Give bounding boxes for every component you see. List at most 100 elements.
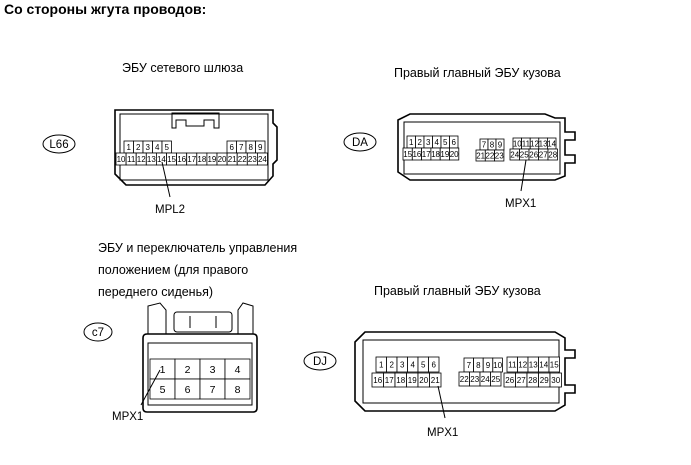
pin-number: 26 xyxy=(529,151,538,160)
pin-number: 15 xyxy=(550,361,559,370)
pin-cavity xyxy=(494,149,505,162)
connector-c7: ЭБУ и переключатель управления положение… xyxy=(83,241,297,423)
pin-number: 22 xyxy=(485,152,494,161)
pin-number: 8 xyxy=(235,384,241,396)
pin-number: 12 xyxy=(530,140,539,149)
pin-number: 3 xyxy=(146,143,151,152)
pin-number: 24 xyxy=(510,151,519,160)
pin-number: 18 xyxy=(197,155,206,164)
pin-number: 28 xyxy=(548,151,557,160)
pin-cavity xyxy=(428,356,440,373)
pin-number: 20 xyxy=(218,155,227,164)
pin-number: 25 xyxy=(491,375,500,384)
pin-number: 21 xyxy=(228,155,237,164)
pin-number: 14 xyxy=(539,361,548,370)
pin-number: 7 xyxy=(467,361,472,370)
pin-number: 19 xyxy=(408,376,417,385)
connector-l66-tag: L66 xyxy=(49,139,68,151)
pin-number: 8 xyxy=(249,143,254,152)
pin-number: 6 xyxy=(185,384,191,396)
pin-number: 17 xyxy=(385,376,394,385)
pin-number: 8 xyxy=(490,141,495,150)
pin-number: 19 xyxy=(440,150,449,159)
connector-da-caption: Правый главный ЭБУ кузова xyxy=(394,66,561,80)
pin-cavity xyxy=(490,371,502,387)
pin-number: 24 xyxy=(481,375,490,384)
connector-c7-caption-line-1: ЭБУ и переключатель управления xyxy=(98,241,297,255)
pin-number: 1 xyxy=(379,361,384,370)
pin-number: 23 xyxy=(495,152,504,161)
connector-l66-lock-tab xyxy=(171,112,220,129)
pin-number: 10 xyxy=(513,140,522,149)
pin-cavity xyxy=(449,147,460,161)
pin-number: 3 xyxy=(400,361,405,370)
pin-number: 6 xyxy=(230,143,235,152)
connector-l66-tag-outline xyxy=(42,134,76,154)
pin-cavity xyxy=(547,148,558,161)
connector-da-leader-line xyxy=(520,159,527,192)
connector-dj-tag: DJ xyxy=(313,356,327,368)
pin-number: 13 xyxy=(147,155,156,164)
connector-c7-tag-outline xyxy=(83,322,113,342)
pin-number: 11 xyxy=(127,155,136,164)
connector-c7-left-latch xyxy=(147,302,167,335)
pin-number: 2 xyxy=(390,361,395,370)
connector-l66-housing xyxy=(114,109,278,186)
pin-number: 2 xyxy=(136,143,141,152)
connector-dj-tag-outline xyxy=(303,351,337,371)
pin-number: 5 xyxy=(165,143,170,152)
pin-number: 15 xyxy=(167,155,176,164)
connector-c7-right-latch xyxy=(237,302,254,335)
connector-da-tag-outline xyxy=(343,132,377,152)
connector-c7-tag: c7 xyxy=(92,327,104,339)
pin-number: 6 xyxy=(452,138,457,147)
pin-number: 4 xyxy=(435,138,440,147)
pin-number: 21 xyxy=(431,376,440,385)
pin-number: 17 xyxy=(187,155,196,164)
connector-dj-pin-label: MPX1 xyxy=(427,427,458,439)
pin-number: 14 xyxy=(157,155,166,164)
connector-c7-lock xyxy=(173,311,233,333)
connector-l66-face xyxy=(119,113,269,181)
pin-number: 21 xyxy=(476,152,485,161)
pin-number: 9 xyxy=(486,361,491,370)
pin-number: 4 xyxy=(411,361,416,370)
pin-number: 15 xyxy=(403,150,412,159)
pin-number: 23 xyxy=(248,155,257,164)
connector-l66-pin-label: MPL2 xyxy=(155,204,185,216)
pin-number: 7 xyxy=(482,141,487,150)
pin-number: 11 xyxy=(508,361,517,370)
pin-number: 9 xyxy=(498,141,503,150)
pin-number: 3 xyxy=(426,138,431,147)
pin-number: 7 xyxy=(210,384,216,396)
connector-l66-caption: ЭБУ сетевого шлюза xyxy=(122,61,243,75)
pin-number: 1 xyxy=(409,138,414,147)
pin-number: 10 xyxy=(117,155,126,164)
pin-number: 22 xyxy=(460,375,469,384)
pin-number: 29 xyxy=(540,376,549,385)
pin-cavity xyxy=(256,152,268,166)
pin-number: 27 xyxy=(517,376,526,385)
pin-number: 1 xyxy=(127,143,132,152)
pin-number: 28 xyxy=(528,376,537,385)
pin-number: 23 xyxy=(470,375,479,384)
pin-number: 4 xyxy=(235,364,241,376)
pin-number: 14 xyxy=(547,140,556,149)
page-header: Со стороны жгута проводов: xyxy=(4,1,206,17)
connector-l66-leader-line xyxy=(161,161,171,198)
pin-number: 5 xyxy=(443,138,448,147)
pin-number: 17 xyxy=(422,150,431,159)
pin-number: 6 xyxy=(432,361,437,370)
pin-number: 2 xyxy=(185,364,191,376)
connector-c7-leader-line xyxy=(140,369,161,406)
pin-number: 22 xyxy=(238,155,247,164)
connector-c7-caption-line-3: переднего сиденья) xyxy=(98,285,213,299)
pin-number: 9 xyxy=(258,143,263,152)
connector-c7-pin-label: MPX1 xyxy=(112,411,143,423)
connector-da-pin-label: MPX1 xyxy=(505,198,536,210)
pin-number: 5 xyxy=(421,361,426,370)
connector-dj-caption: Правый главный ЭБУ кузова xyxy=(374,284,541,298)
